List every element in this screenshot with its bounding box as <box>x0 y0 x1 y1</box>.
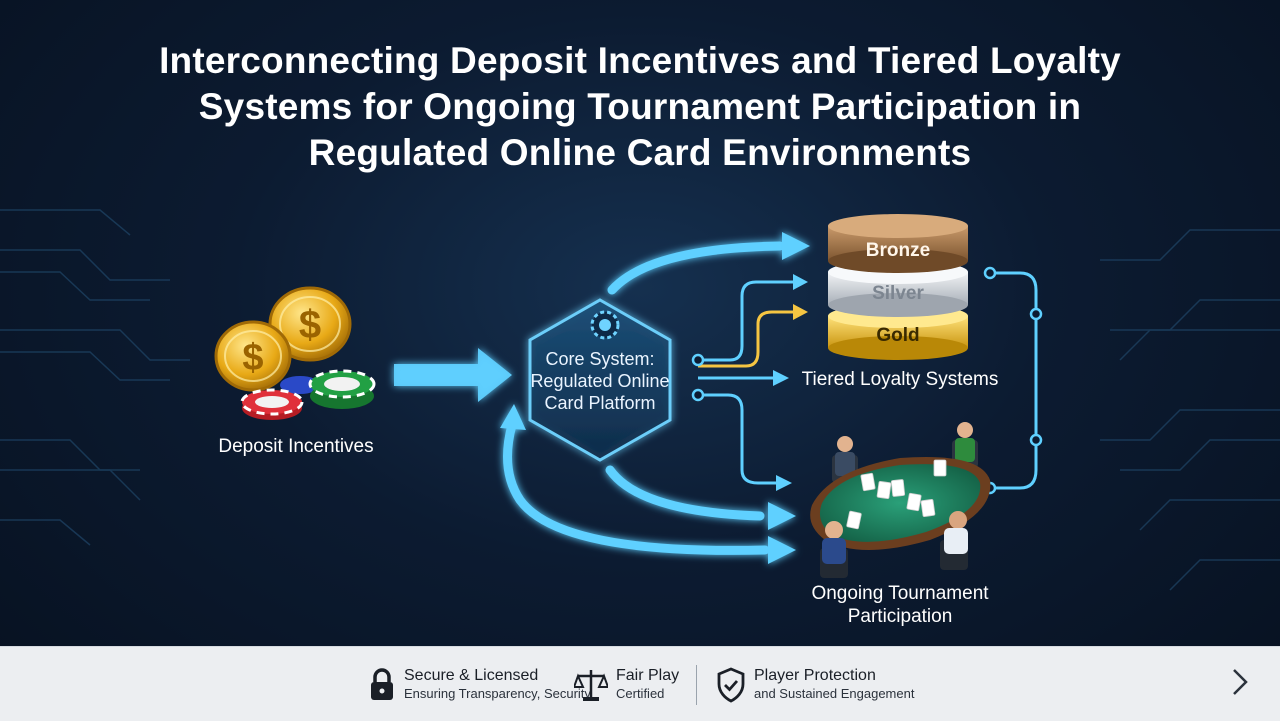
diagram-canvas: $ $ <box>0 209 1280 591</box>
title-line-2: Systems for Ongoing Tournament Participa… <box>198 86 1082 127</box>
tournament-label-text: Ongoing Tournament Participation <box>811 583 989 627</box>
footer-protect-title: Player Protection <box>754 667 876 684</box>
footer-secure-subtitle: Ensuring Transparency, Security <box>404 686 591 701</box>
arrowhead-loyalty-top <box>782 232 810 260</box>
title-line-3: Regulated Online Card Environments <box>308 132 972 173</box>
arrowhead-tournament-upper <box>776 475 792 491</box>
footer-player-protection: Player Protection and Sustained Engageme… <box>716 667 936 703</box>
player-avatar <box>820 521 848 578</box>
circuit-traces-left <box>0 209 190 546</box>
arrowhead-feedback-to-core <box>500 404 526 430</box>
deposit-incentives-label: Deposit Incentives <box>218 436 374 457</box>
connector-loyalty-tournament-loop <box>990 271 1038 490</box>
scales-icon <box>574 670 608 701</box>
poker-table-graphic <box>810 422 991 578</box>
tier-label-bronze: Bronze <box>865 240 931 261</box>
connector-core-to-gold <box>698 310 795 368</box>
deposit-incentives-graphic: $ $ <box>214 286 376 420</box>
arrowhead-feedback-to-tournament <box>768 536 796 564</box>
core-system-node <box>528 298 672 462</box>
playing-cards <box>846 459 947 530</box>
poker-chip-icon <box>240 388 304 420</box>
tier-label-gold: Gold <box>876 325 920 346</box>
connector-core-to-tournament <box>698 393 778 485</box>
arrowhead-silver <box>793 274 808 290</box>
title-line-1: Interconnecting Deposit Incentives and T… <box>159 40 1121 81</box>
footer-bar: Secure & Licensed Ensuring Transparency,… <box>0 646 1280 721</box>
svg-text:$: $ <box>299 303 321 347</box>
footer-fair-subtitle: Certified <box>616 686 665 701</box>
footer-fair-title: Fair Play <box>616 667 680 684</box>
core-chip-icon <box>590 310 620 340</box>
arrowhead-loyalty-label <box>773 370 789 386</box>
tier-label-silver: Silver <box>872 283 924 304</box>
tiered-loyalty-label: Tiered Loyalty Systems <box>801 369 999 390</box>
player-avatar <box>940 511 968 570</box>
connector-nodes <box>691 353 705 402</box>
next-slide-button[interactable] <box>1224 664 1256 700</box>
tournament-participation-label: Ongoing Tournament Participation <box>790 582 1010 628</box>
connector-core-to-silver <box>698 280 795 362</box>
poker-chip-icon <box>308 369 376 409</box>
arrow-feedback-loop <box>503 420 770 555</box>
arrowhead-gold <box>793 304 808 320</box>
diagram-title: Interconnecting Deposit Incentives and T… <box>0 38 1280 176</box>
footer-secure-licensed: Secure & Licensed Ensuring Transparency,… <box>368 667 591 703</box>
coin-icon: $ <box>268 286 352 362</box>
footer-divider <box>696 665 697 705</box>
tier-stack-graphic <box>828 214 968 360</box>
tier-disc-bronze <box>828 214 968 273</box>
footer-secure-title: Secure & Licensed <box>404 667 539 684</box>
arrow-core-to-tournament <box>605 465 765 521</box>
coin-icon: $ <box>214 320 292 392</box>
chevron-right-icon <box>1233 669 1248 695</box>
footer-protect-subtitle: and Sustained Engagement <box>754 686 915 701</box>
shield-check-icon <box>717 667 745 703</box>
arrow-core-to-loyalty-top <box>607 241 785 295</box>
circuit-traces-right <box>1100 229 1280 591</box>
arrowhead-tournament-main <box>768 502 796 530</box>
core-system-label: Core System: Regulated Online Card Platf… <box>530 349 670 413</box>
arrow-deposit-to-core <box>394 348 512 402</box>
lock-icon <box>371 668 393 700</box>
footer-fair-play: Fair Play Certified <box>574 667 694 703</box>
svg-text:$: $ <box>242 337 263 379</box>
